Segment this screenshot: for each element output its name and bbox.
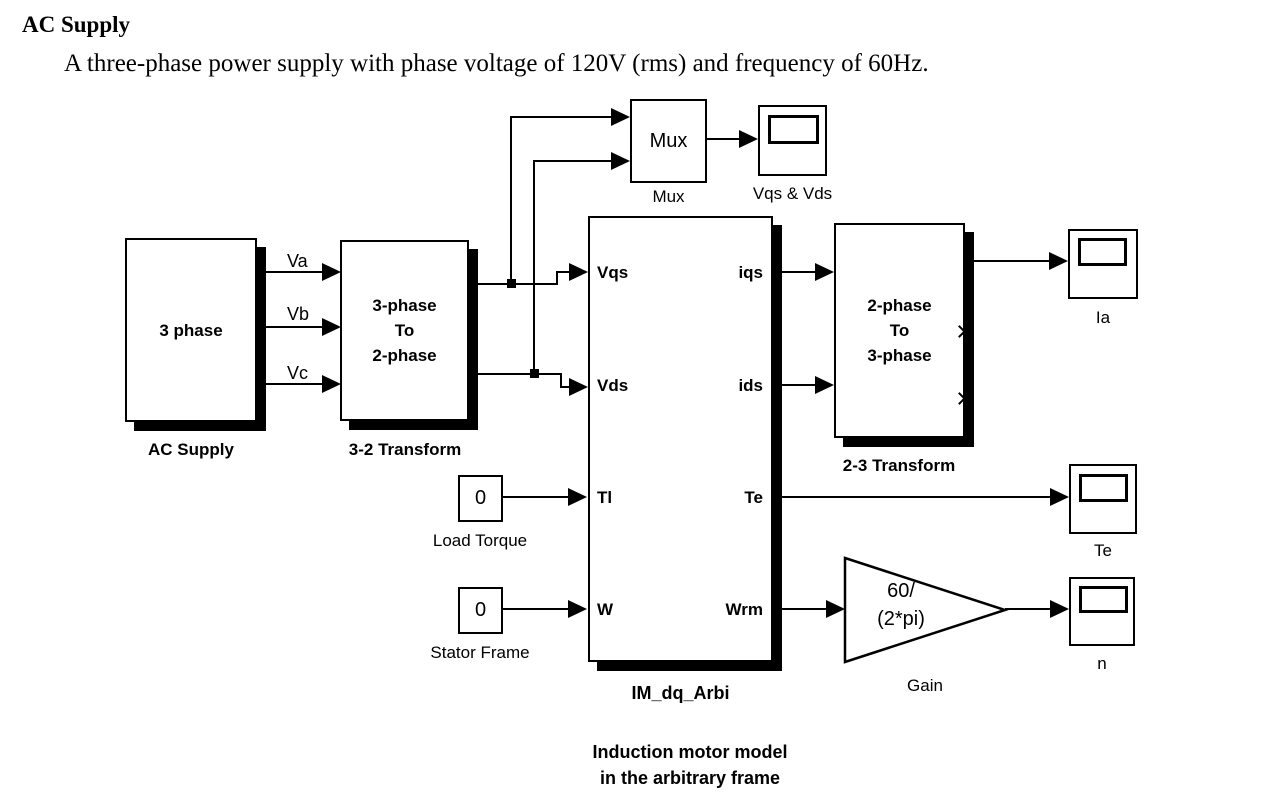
block-2-3-transform-label: 2-3 Transform <box>842 456 956 475</box>
block-3-2-line1: 3-phase <box>372 296 437 315</box>
wire-va <box>258 271 324 273</box>
wire-vqs-arrowhead <box>569 263 588 281</box>
scope-ia-screen <box>1078 238 1127 266</box>
block-gain-line1: 60/ <box>887 580 915 602</box>
block-gain[interactable] <box>843 554 1011 666</box>
im-port-tl: Tl <box>597 488 613 507</box>
wire-stator-frame <box>503 608 570 610</box>
signal-label-vb: Vb <box>287 304 310 324</box>
figure-title: AC Supply <box>22 12 131 37</box>
signal-label-va: Va <box>287 251 308 271</box>
scope-vqs-vds-screen <box>768 115 819 144</box>
scope-te-label: Te <box>1094 541 1112 560</box>
block-mux[interactable]: Mux <box>630 99 707 183</box>
wire-vds-arrowhead <box>569 378 588 396</box>
block-3-2-transform[interactable]: 3-phase To 2-phase <box>340 240 469 421</box>
wire-te-arrowhead <box>1050 488 1069 506</box>
wire-ia <box>963 260 1051 262</box>
wire-wrm-arrowhead <box>826 600 845 618</box>
block-2-3-line3: 3-phase <box>867 346 932 365</box>
block-ac-supply-label: AC Supply <box>148 440 234 459</box>
block-2-3-transform[interactable]: 2-phase To 3-phase <box>834 223 965 438</box>
block-load-torque-label: Load Torque <box>432 531 528 550</box>
im-port-iqs: iqs <box>738 263 763 282</box>
wire-vds <box>471 373 562 375</box>
block-load-torque[interactable]: 0 <box>458 475 503 522</box>
wire-vds-mux-arrowhead <box>611 152 630 170</box>
block-ac-supply[interactable]: 3 phase <box>125 238 257 422</box>
wire-vqs-end <box>556 271 572 273</box>
figure-caption-line2: in the arbitrary frame <box>599 768 781 788</box>
block-stator-frame-value: 0 <box>474 599 487 621</box>
wire-iqs-arrowhead <box>815 263 834 281</box>
wire-vds-end <box>560 386 572 388</box>
block-3-2-line3: 2-phase <box>372 346 437 365</box>
scope-ia[interactable] <box>1068 229 1138 299</box>
figure-subtitle: A three-phase power supply with phase vo… <box>64 50 929 77</box>
wire-ids <box>775 384 816 386</box>
figure-caption-line1: Induction motor model <box>592 742 788 762</box>
block-2-3-line2: To <box>889 321 910 340</box>
wire-ids-arrowhead <box>815 376 834 394</box>
block-stator-frame-label: Stator Frame <box>430 643 530 662</box>
wire-wrm <box>775 608 827 610</box>
block-3-2-transform-label: 3-2 Transform <box>348 440 462 459</box>
block-load-torque-value: 0 <box>474 487 487 509</box>
block-gain-line2: (2*pi) <box>877 608 925 630</box>
wire-vds-riser <box>533 161 535 375</box>
scope-ia-label: Ia <box>1095 308 1111 327</box>
wire-va-arrowhead <box>322 263 341 281</box>
figure-caption: Induction motor model in the arbitrary f… <box>573 739 807 791</box>
scope-te-screen <box>1079 474 1128 502</box>
wire-load-torque <box>503 496 570 498</box>
wire-gain-out-arrowhead <box>1050 600 1069 618</box>
scope-vqs-vds-label: Vqs & Vds <box>752 184 833 203</box>
wire-vqs-to-mux <box>510 116 613 118</box>
block-gain-label: Gain <box>907 676 943 695</box>
im-port-vds: Vds <box>597 376 629 395</box>
wire-iqs <box>775 271 816 273</box>
wire-ia-arrowhead <box>1049 252 1068 270</box>
wire-vds-to-mux <box>533 160 613 162</box>
scope-n-screen <box>1079 586 1128 613</box>
block-ac-supply-text: 3 phase <box>159 320 223 340</box>
scope-n[interactable] <box>1069 577 1135 646</box>
wire-vds-jog <box>560 373 562 388</box>
wire-te <box>775 496 1051 498</box>
block-im-label: IM_dq_Arbi <box>631 683 730 703</box>
scope-n-label: n <box>1097 654 1107 673</box>
wire-vc-arrowhead <box>322 375 341 393</box>
block-3-2-line2: To <box>394 321 415 340</box>
im-port-w: W <box>597 600 614 619</box>
block-mux-text: Mux <box>649 129 688 152</box>
wire-vc <box>258 383 324 385</box>
wire-gain-out <box>1005 608 1051 610</box>
block-stator-frame[interactable]: 0 <box>458 587 503 634</box>
im-port-wrm: Wrm <box>725 600 763 619</box>
wire-vqs-riser <box>510 117 512 285</box>
wire-load-torque-arrowhead <box>568 488 587 506</box>
wire-stator-frame-arrowhead <box>568 600 587 618</box>
signal-label-vc: Vc <box>287 363 309 383</box>
wire-vb-arrowhead <box>322 318 341 336</box>
scope-te[interactable] <box>1069 464 1137 534</box>
block-2-3-line1: 2-phase <box>867 296 932 315</box>
im-port-te: Te <box>744 488 763 507</box>
wire-vqs-mux-arrowhead <box>611 108 630 126</box>
wire-vb <box>258 326 324 328</box>
wire-mux-out-arrowhead <box>739 130 758 148</box>
wire-mux-out <box>707 138 741 140</box>
scope-vqs-vds[interactable] <box>758 105 827 176</box>
im-port-vqs: Vqs <box>597 263 629 282</box>
block-mux-label: Mux <box>652 187 685 206</box>
block-im-dq-arbi[interactable] <box>588 216 773 662</box>
im-port-ids: ids <box>738 376 763 395</box>
wire-vqs-jog <box>556 272 558 285</box>
